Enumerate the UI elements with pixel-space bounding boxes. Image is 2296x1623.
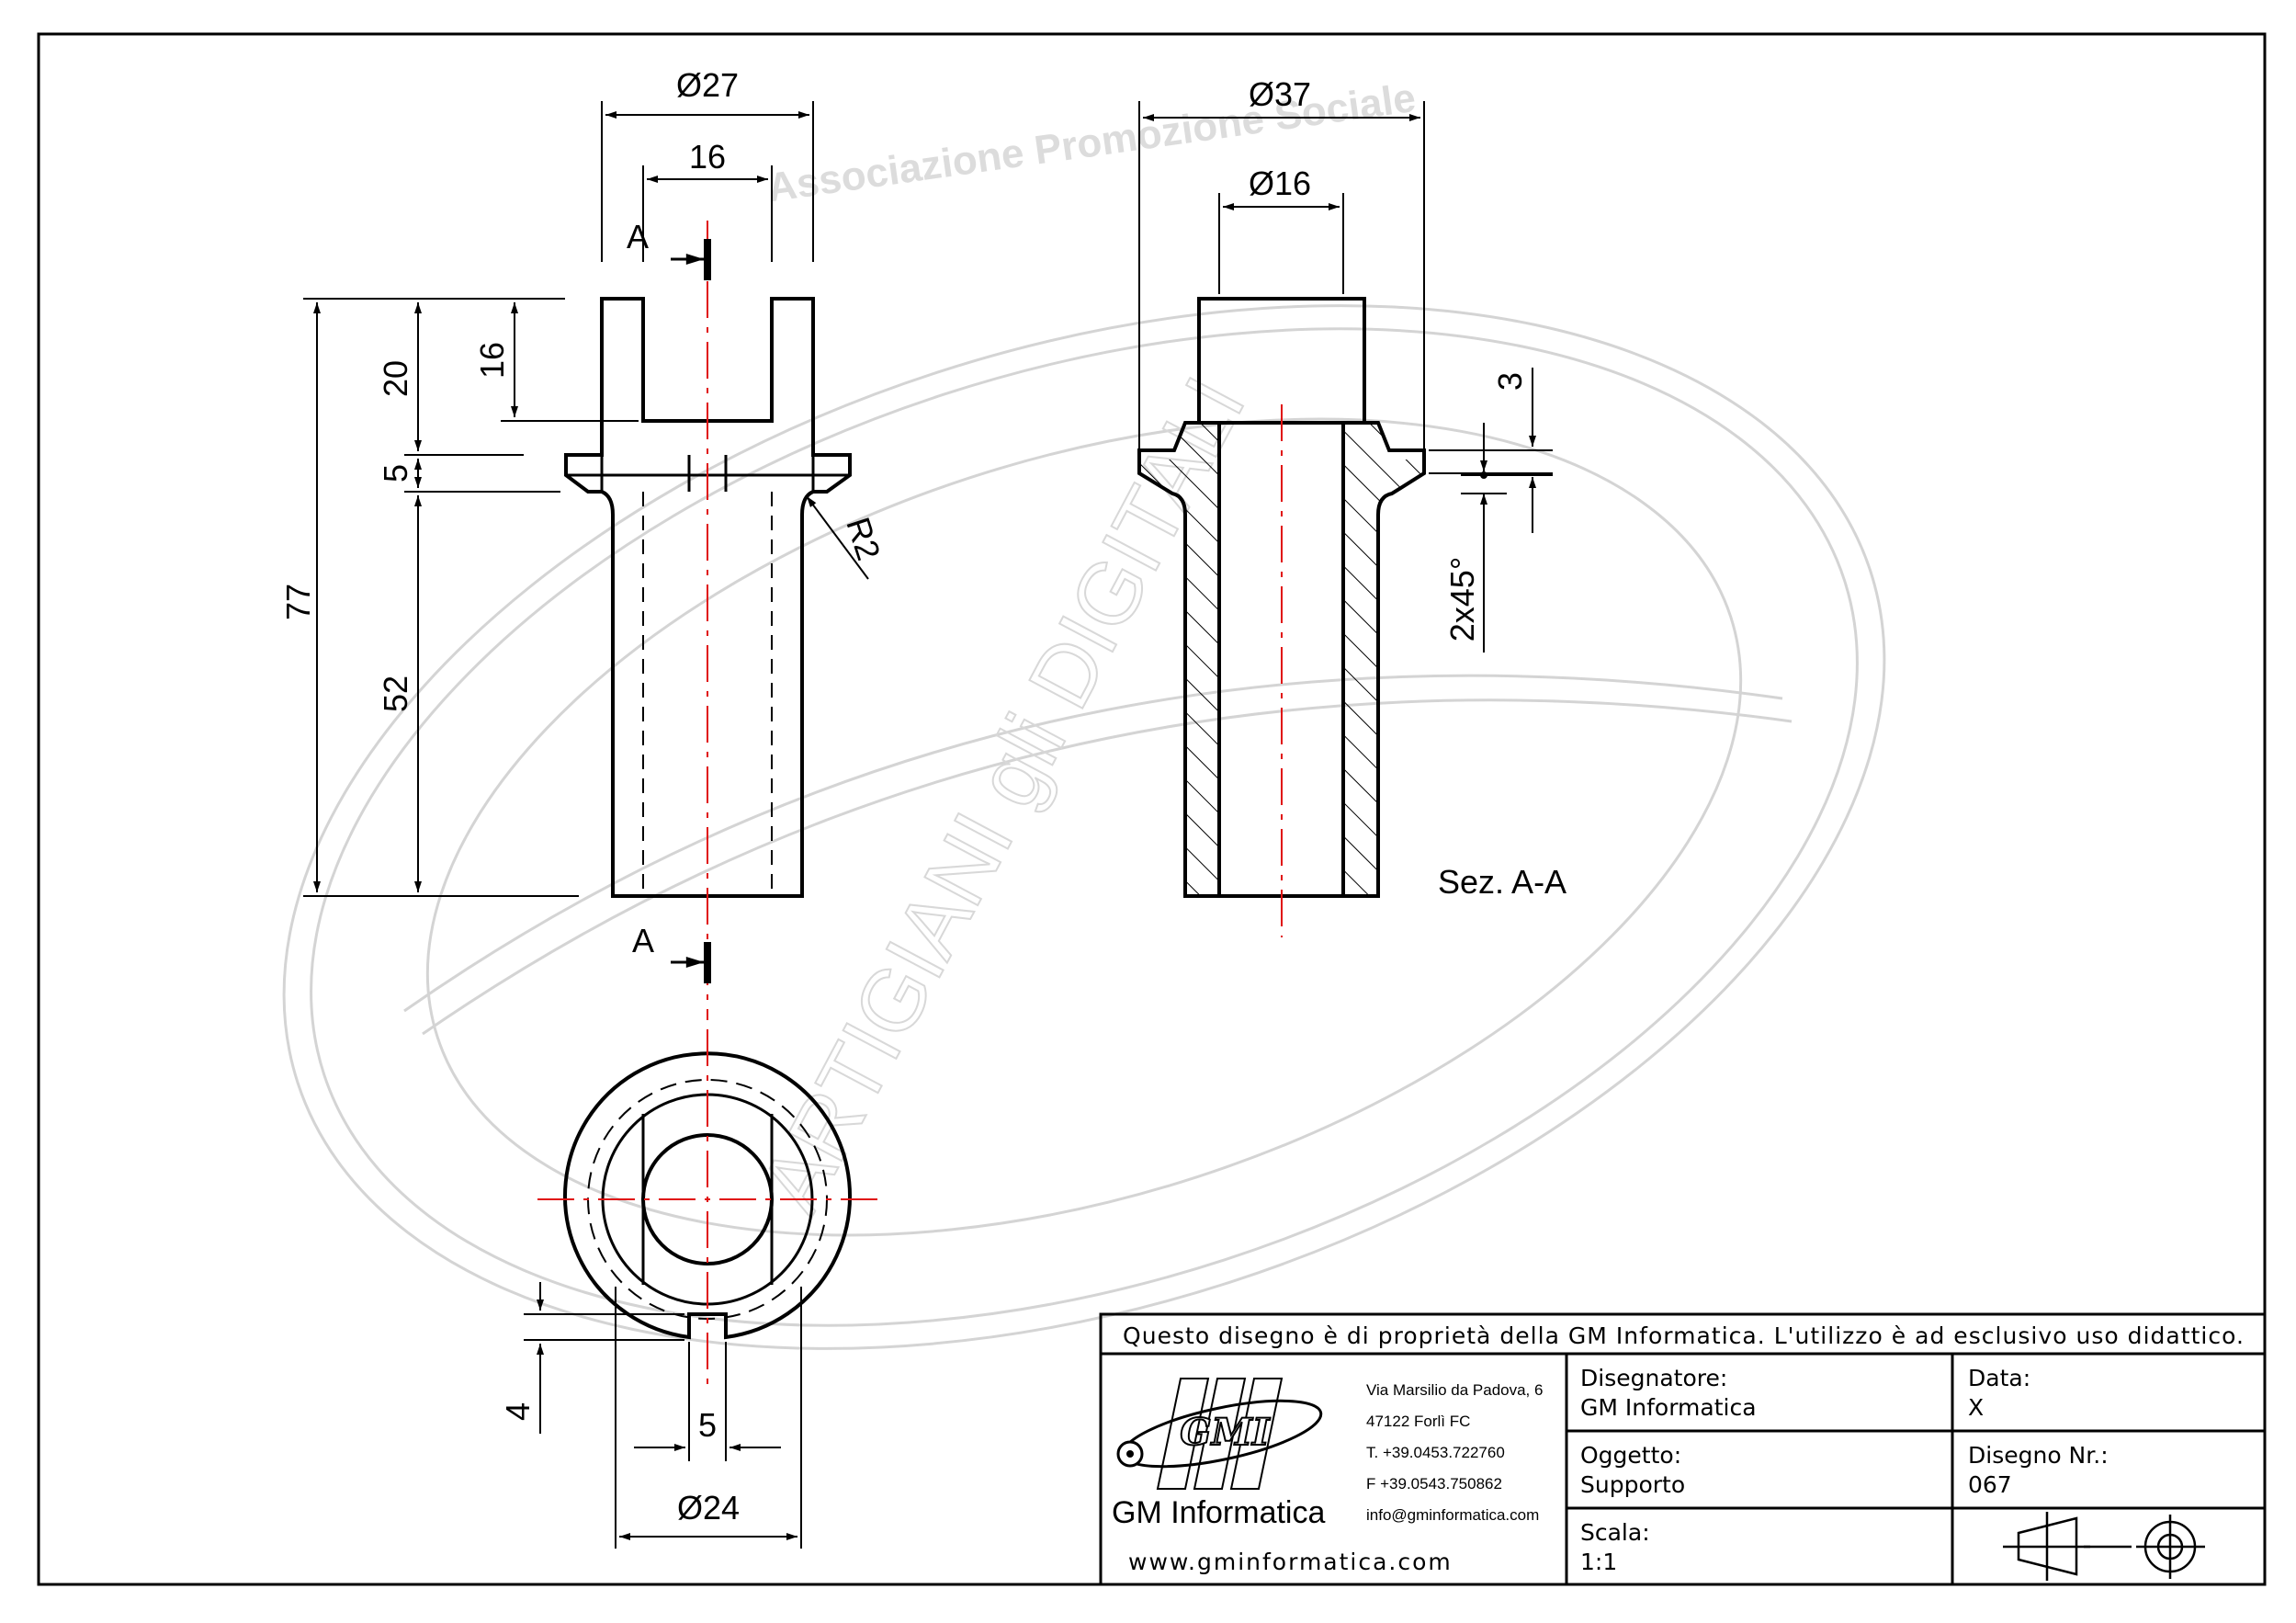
dim-4: 4 xyxy=(499,1402,537,1421)
scale-label: Scala: xyxy=(1580,1519,1650,1546)
front-view-dimension-texts: Ø27 16 77 20 5 52 16 R2 xyxy=(279,66,888,712)
bottom-dimensions xyxy=(524,1282,802,1549)
dim-chamfer: 2x45° xyxy=(1443,557,1481,641)
ownership-notice: Questo disegno è di proprietà della GM I… xyxy=(1123,1322,2244,1349)
company-fax: F +39.0543.750862 xyxy=(1366,1475,1502,1492)
front-view-dimensions xyxy=(303,101,869,897)
company-address-line1: Via Marsilio da Padova, 6 xyxy=(1366,1381,1543,1399)
front-view-outline xyxy=(564,297,852,898)
drawing-number-label: Disegno Nr.: xyxy=(1968,1442,2109,1469)
scale-value: 1:1 xyxy=(1580,1549,1617,1575)
section-dimension-texts: Ø37 Ø16 3 2x45° xyxy=(1249,75,1529,641)
designer-value: GM Informatica xyxy=(1580,1394,1757,1421)
section-outline xyxy=(1137,297,1426,898)
watermark-arc-text: Associazione Promozione Sociale xyxy=(764,75,1418,211)
date-value: X xyxy=(1968,1394,1984,1421)
title-block: Questo disegno è di proprietà della GM I… xyxy=(1099,1312,2267,1586)
object-value: Supporto xyxy=(1580,1471,1685,1498)
cut-label-top: A xyxy=(627,218,649,255)
company-phone: T. +39.0453.722760 xyxy=(1366,1444,1505,1461)
designer-label: Disegnatore: xyxy=(1580,1365,1727,1391)
dim-d27: Ø27 xyxy=(676,66,739,104)
dim-5: 5 xyxy=(377,464,414,482)
company-website: www.gminformatica.com xyxy=(1128,1549,1453,1575)
projection-method-icon xyxy=(2003,1512,2205,1581)
section-view: Sez. A-A xyxy=(1137,297,1566,937)
dim-d24: Ø24 xyxy=(677,1489,740,1527)
dim-52: 52 xyxy=(377,675,414,712)
dim-16: 16 xyxy=(689,138,726,176)
dim-5-slot: 5 xyxy=(698,1406,717,1444)
company-email: info@gminformatica.com xyxy=(1366,1506,1539,1524)
section-label: Sez. A-A xyxy=(1438,863,1566,901)
bottom-dimension-texts: 4 5 Ø24 xyxy=(499,1402,740,1527)
cut-label-bottom: A xyxy=(632,922,654,959)
bottom-view xyxy=(537,1029,887,1388)
front-view xyxy=(564,221,852,1020)
dim-77: 77 xyxy=(279,584,317,620)
company-name: GM Informatica xyxy=(1112,1495,1325,1530)
dim-d37: Ø37 xyxy=(1249,75,1311,113)
gmi-logo-text: GMI xyxy=(1180,1411,1270,1454)
cutting-plane-marks: A A xyxy=(627,218,711,983)
dim-d16: Ø16 xyxy=(1249,165,1311,202)
dim-3: 3 xyxy=(1491,372,1529,391)
dim-16-slot: 16 xyxy=(473,342,511,379)
date-label: Data: xyxy=(1968,1365,2030,1391)
company-address-line2: 47122 Forlì FC xyxy=(1366,1413,1470,1430)
object-label: Oggetto: xyxy=(1580,1442,1681,1469)
sheet-border xyxy=(37,32,2267,1586)
dim-r2: R2 xyxy=(839,513,888,564)
watermark: Associazione Promozione Sociale ARTIGIAN… xyxy=(282,75,1886,1350)
section-dimensions xyxy=(1138,101,1553,653)
dim-20: 20 xyxy=(377,360,414,397)
bottom-outer-ring xyxy=(563,1051,852,1340)
drawing-number-value: 067 xyxy=(1968,1471,2012,1498)
gmi-logo-icon: GMI xyxy=(1116,1378,1323,1490)
